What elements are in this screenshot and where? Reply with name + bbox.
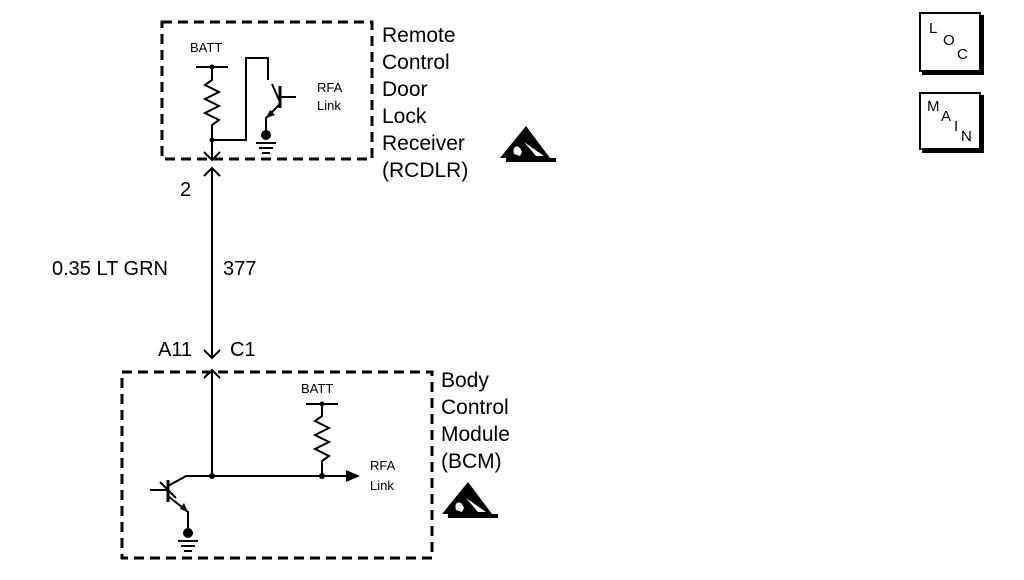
rcdlr-pin-label: 2 (180, 179, 191, 201)
wire-377 (203, 140, 221, 476)
bcm-batt-label: BATT (301, 381, 333, 396)
ground-icon (256, 130, 276, 154)
esd-warning-icon (442, 482, 498, 518)
main-button[interactable]: M A I N (919, 92, 981, 150)
rcdlr-name: Remote Control Door Lock Receiver (RCDLR… (382, 24, 471, 182)
main-letter-i: I (954, 118, 959, 135)
rcdlr-rfa-label: RFA Link (317, 80, 345, 113)
rcdlr-module: BATT RFA Link Re (160, 20, 556, 182)
bcm-name: Body Control Module (BCM) (441, 369, 516, 473)
rcdlr-batt-label: BATT (190, 40, 222, 55)
loc-letter-l: L (929, 20, 938, 37)
resistor-icon (202, 67, 222, 140)
main-letter-n: N (961, 128, 972, 145)
bcm-boundary (120, 370, 434, 560)
rcdlr-boundary (160, 20, 374, 161)
wire-circuit-label: 377 (223, 258, 256, 280)
transistor-icon (265, 83, 296, 130)
bcm-connector-label: C1 (230, 339, 256, 361)
bcm-rfa-label: RFA Link (370, 458, 398, 493)
loc-letter-c: C (957, 46, 968, 63)
bcm-pin-label: A11 (158, 339, 192, 361)
main-letter-a: A (941, 108, 952, 125)
wire-color-label: 0.35 LT GRN (52, 258, 168, 280)
resistor-icon (312, 404, 332, 476)
loc-letter-o: O (943, 32, 955, 49)
loc-button[interactable]: L O C (919, 12, 981, 72)
main-letter-m: M (927, 98, 940, 115)
ground-icon (178, 528, 198, 552)
transistor-icon (150, 475, 212, 528)
esd-warning-icon (500, 126, 556, 162)
bcm-module: BATT RFA Link Body Control Module (BCM) (120, 369, 516, 560)
